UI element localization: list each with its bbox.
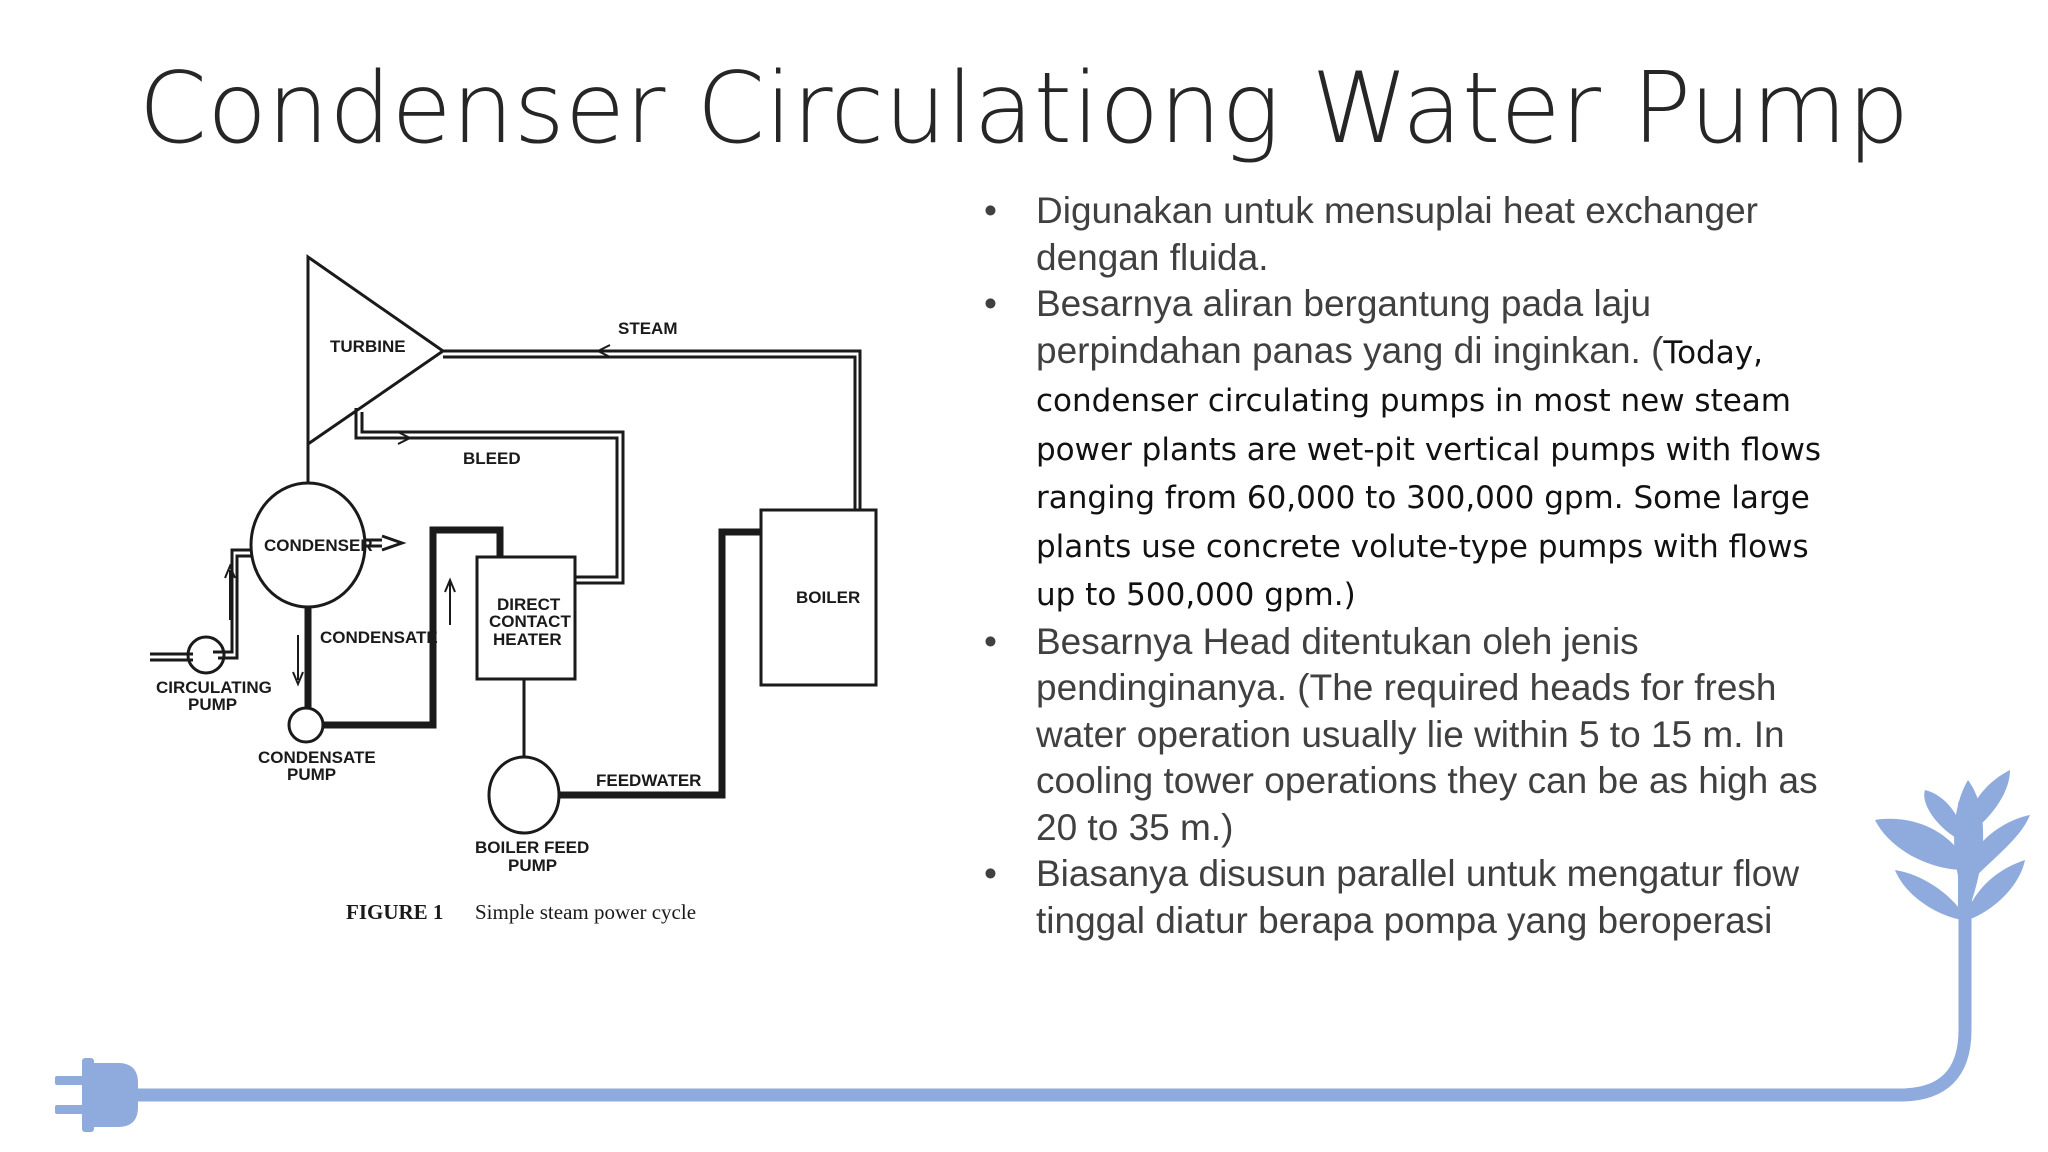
slide-title: Condenser Circulationg Water Pump [138, 52, 1910, 166]
bullet-item: • Digunakan untuk mensuplai heat exchang… [980, 188, 1830, 281]
circulating-pump-shape [186, 635, 226, 675]
turbine-label: TURBINE [330, 337, 406, 356]
bullet-marker: • [984, 283, 997, 324]
bfp-label-2: PUMP [508, 856, 557, 875]
bullet-item: • Biasanya disusun parallel untuk mengat… [980, 851, 1830, 944]
bfp-label-1: BOILER FEED [475, 838, 589, 857]
boiler-feed-pump-shape [487, 755, 561, 835]
boiler-label: BOILER [796, 588, 860, 607]
condensate-pump-label-2: PUMP [287, 765, 336, 784]
bullet-text: Besarnya Head ditentukan oleh jenis pend… [1036, 620, 1818, 848]
figure-number: FIGURE 1 [346, 900, 443, 924]
bullet-item: • Besarnya aliran bergantung pada laju p… [980, 281, 1830, 619]
bullet-marker: • [984, 190, 997, 231]
bullet-marker: • [984, 853, 997, 894]
plant-icon [1875, 770, 2030, 920]
circulating-pump-label-1: CIRCULATING [156, 678, 272, 697]
bullet-text: Besarnya aliran bergantung pada laju per… [1036, 283, 1664, 371]
condensate-pump-label-1: CONDENSATE [258, 748, 376, 767]
figure-caption: Simple steam power cycle [475, 900, 696, 924]
bullet-text: Digunakan untuk mensuplai heat exchanger… [1036, 190, 1758, 278]
bleed-label: BLEED [463, 449, 521, 468]
steam-label: STEAM [618, 319, 678, 338]
dch-label-1: DIRECT [497, 595, 561, 614]
bullet-subtext: Today, condenser circulating pumps in mo… [1036, 334, 1822, 614]
turbine-shape [306, 254, 446, 447]
bullet-text: Biasanya disusun parallel untuk mengatur… [1036, 853, 1800, 941]
boiler-shape [759, 508, 878, 687]
plug-icon [55, 1058, 138, 1132]
dch-label-3: HEATER [493, 630, 562, 649]
dch-label-2: CONTACT [489, 612, 571, 631]
feedwater-label: FEEDWATER [596, 771, 701, 790]
direct-contact-heater-shape [475, 555, 577, 681]
bullet-marker: • [984, 620, 997, 662]
steam-cycle-figure: TURBINE STEAM BLEED CONDENSER CONDENSATE… [150, 240, 930, 940]
bullet-list: • Digunakan untuk mensuplai heat exchang… [980, 188, 1830, 944]
steam-cycle-diagram: TURBINE STEAM BLEED CONDENSER CONDENSATE… [150, 254, 878, 924]
condensate-pump-shape [287, 706, 325, 744]
condensate-label: CONDENSATE [320, 628, 438, 647]
condenser-label: CONDENSER [264, 536, 373, 555]
circulating-pump-label-2: PUMP [188, 695, 237, 714]
bullet-item: • Besarnya Head ditentukan oleh jenis pe… [980, 619, 1830, 852]
